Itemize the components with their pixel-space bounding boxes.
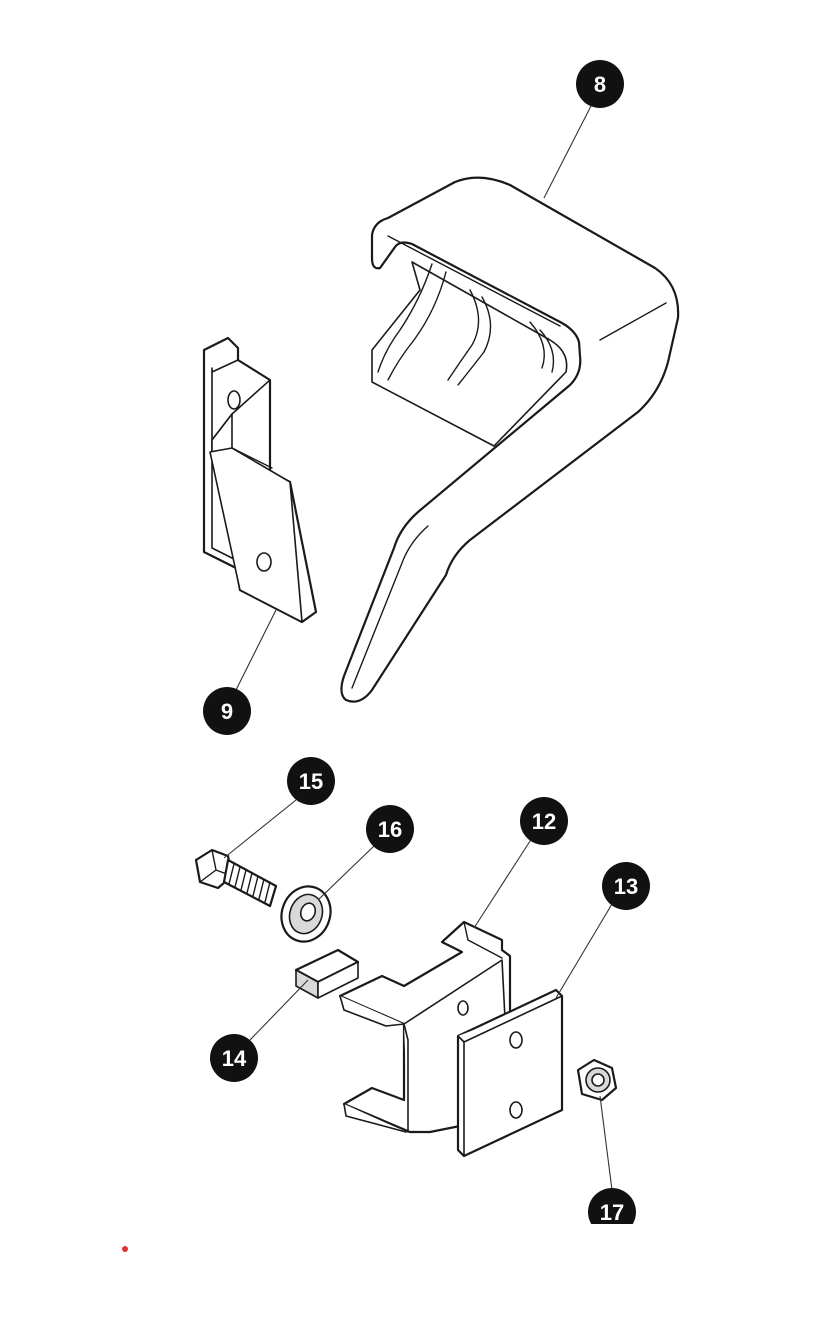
leader-16 (317, 845, 375, 901)
callout-14: 14 (210, 1034, 258, 1082)
callout-13-label: 13 (614, 874, 638, 899)
callout-8: 8 (576, 60, 624, 108)
crop-band (560, 1224, 680, 1244)
part-9-bracket (202, 336, 318, 624)
callout-15-label: 15 (299, 769, 323, 794)
callout-12: 12 (520, 797, 568, 845)
leader-13 (555, 903, 613, 999)
leader-9 (235, 609, 277, 691)
callout-9: 9 (203, 687, 251, 735)
leader-17 (599, 1095, 613, 1191)
leader-lines (223, 103, 613, 1191)
callout-13: 13 (602, 862, 650, 910)
callout-12-label: 12 (532, 809, 556, 834)
leader-8 (543, 103, 593, 199)
callout-15: 15 (287, 757, 335, 805)
red-marker-dot (122, 1246, 128, 1252)
part-14-pad (294, 948, 360, 999)
callout-17-label: 17 (600, 1200, 624, 1225)
callout-9-label: 9 (221, 699, 233, 724)
leader-15 (223, 799, 297, 859)
leader-12 (473, 837, 533, 929)
part-13-plate (456, 988, 564, 1158)
part-15-bolt (194, 848, 278, 908)
part-8-cover (340, 176, 680, 703)
callout-14-label: 14 (222, 1046, 247, 1071)
callout-8-label: 8 (594, 72, 606, 97)
leader-14 (249, 979, 309, 1041)
callout-16: 16 (366, 805, 414, 853)
part-17-nut (576, 1058, 618, 1102)
callout-16-label: 16 (378, 817, 402, 842)
